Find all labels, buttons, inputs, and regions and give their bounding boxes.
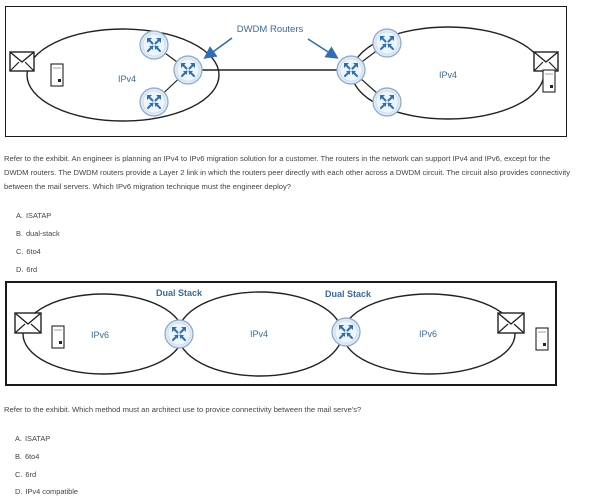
arrow-icon xyxy=(307,38,339,59)
server-icon xyxy=(535,327,549,351)
option-text: dual-stack xyxy=(25,229,60,238)
server-icon xyxy=(50,63,64,87)
router-icon xyxy=(139,30,169,60)
dual-stack-router-icon xyxy=(331,317,361,347)
question-2-text: Refer to the exhibit. Which method must … xyxy=(4,405,362,414)
option-letter: A. xyxy=(15,434,22,443)
dwdm-router-icon xyxy=(173,55,203,85)
option-text: IPv4 compatible xyxy=(25,487,78,496)
mail-icon xyxy=(9,51,35,72)
option-letter: C. xyxy=(16,247,24,256)
option-letter: B. xyxy=(15,452,22,461)
arrow-icon xyxy=(203,37,233,59)
dwdm-router-icon xyxy=(336,55,366,85)
option-a[interactable]: A.ISATAP xyxy=(15,434,50,443)
mail-icon xyxy=(533,51,559,72)
option-text: ISATAP xyxy=(25,211,52,220)
question-1-text: Refer to the exhibit. An engineer is pla… xyxy=(4,154,571,191)
option-d[interactable]: D.IPv4 compatible xyxy=(15,487,78,496)
option-c[interactable]: C.6to4 xyxy=(16,247,41,256)
option-c[interactable]: C.6rd xyxy=(15,470,36,479)
exhibit-2-diagram: Dual Stack Dual Stack IPv6 IPv4 IPv6 xyxy=(5,281,557,386)
ipv4-left-cloud xyxy=(26,28,220,122)
option-text: ISATAP xyxy=(24,434,51,443)
router-icon xyxy=(372,28,402,58)
dual-stack-router-icon xyxy=(164,319,194,349)
option-letter: C. xyxy=(15,470,23,479)
option-b[interactable]: B.dual-stack xyxy=(16,229,60,238)
ipv6-left-label: IPv6 xyxy=(91,330,109,340)
option-text: 6to4 xyxy=(26,247,41,256)
dual-stack-left-label: Dual Stack xyxy=(156,288,203,298)
server-icon xyxy=(542,69,556,93)
option-text: 6rd xyxy=(26,265,38,274)
option-letter: A. xyxy=(16,211,23,220)
ipv6-right-label: IPv6 xyxy=(419,329,437,339)
mail-icon xyxy=(14,312,42,334)
dwdm-network-diagram: DWDM Routers IPv4 IPv4 xyxy=(9,24,559,122)
mail-icon xyxy=(497,312,525,334)
dwdm-routers-label: DWDM Routers xyxy=(237,24,304,35)
router-icon xyxy=(139,87,169,117)
option-letter: D. xyxy=(16,265,24,274)
ipv4-left-label: IPv4 xyxy=(118,74,136,84)
ipv4-middle-label: IPv4 xyxy=(250,329,268,339)
dual-stack-right-label: Dual Stack xyxy=(325,289,372,299)
option-b[interactable]: B.6to4 xyxy=(15,452,39,461)
exhibit-1-diagram: DWDM Routers IPv4 IPv4 xyxy=(5,6,567,137)
option-d[interactable]: D.6rd xyxy=(16,265,37,274)
server-icon xyxy=(51,325,65,349)
dual-stack-network-diagram: Dual Stack Dual Stack IPv6 IPv4 IPv6 xyxy=(14,288,549,377)
router-icon xyxy=(372,87,402,117)
option-text: 6to4 xyxy=(24,452,40,461)
option-text: 6rd xyxy=(25,470,37,479)
option-letter: D. xyxy=(15,487,23,496)
ipv4-right-label: IPv4 xyxy=(439,70,457,80)
option-letter: B. xyxy=(16,229,23,238)
option-a[interactable]: A.ISATAP xyxy=(16,211,51,220)
